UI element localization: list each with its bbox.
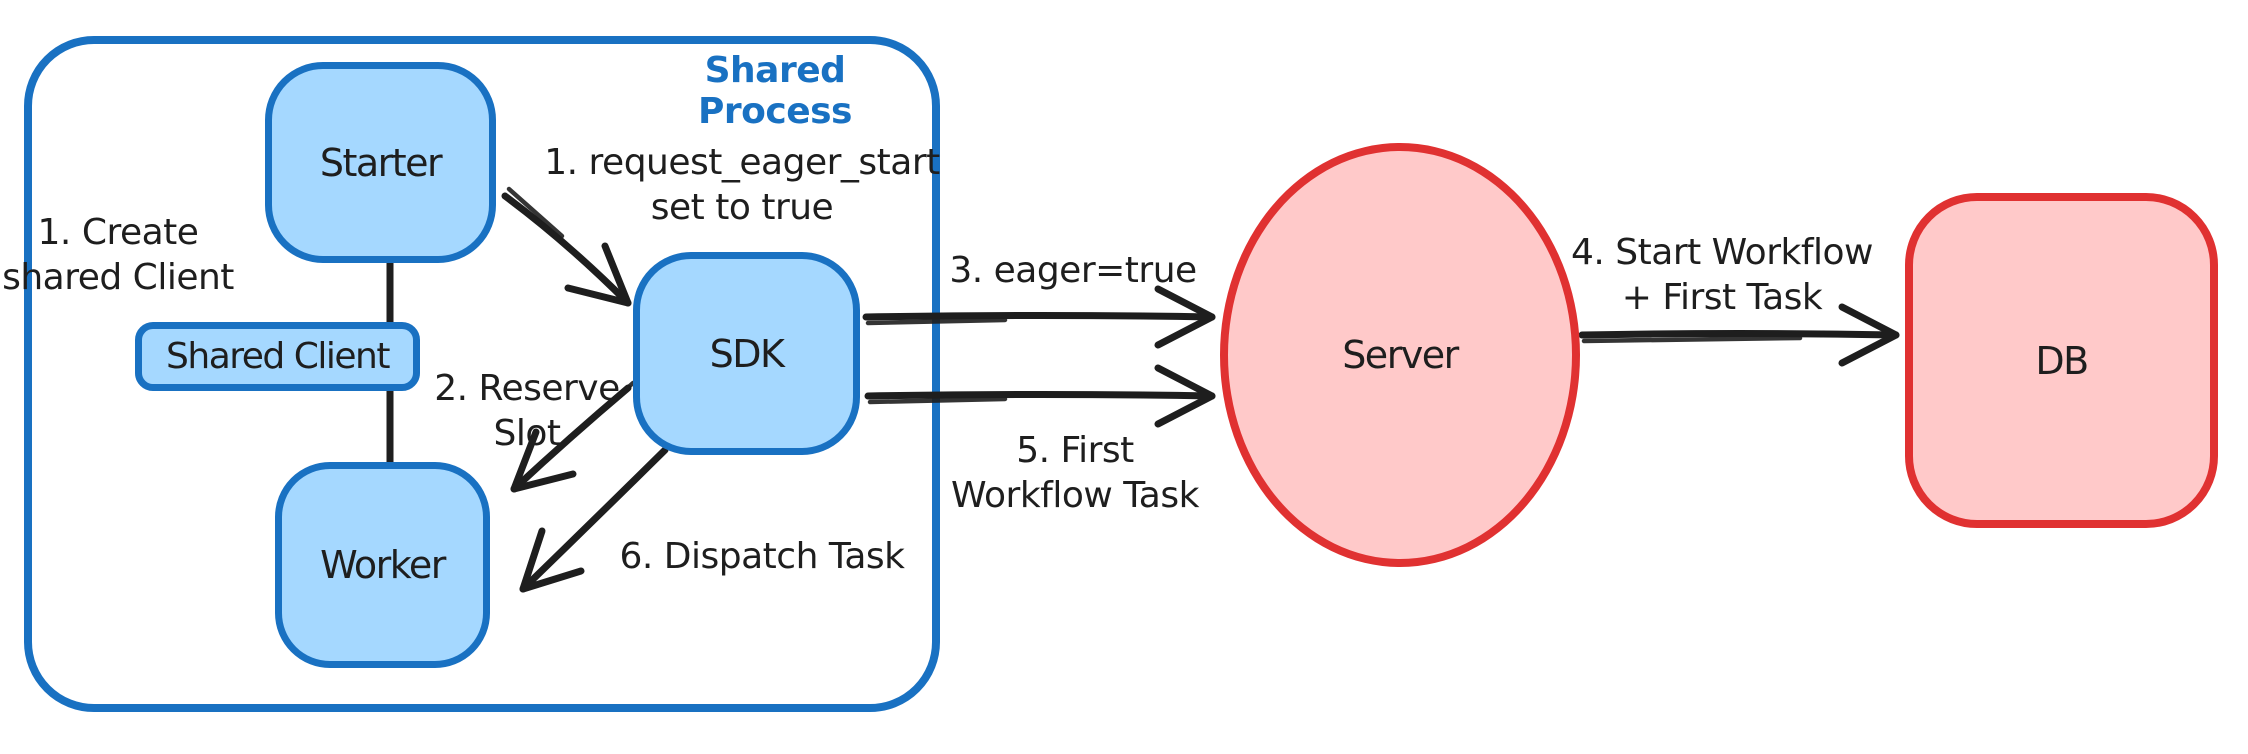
arrow-step3-head <box>1154 285 1216 349</box>
arrow-step5-sketch-stroke <box>867 396 1008 405</box>
arrow-step3-eager-true <box>862 312 1216 321</box>
arrow-step4-start-workflow <box>1578 330 1900 339</box>
arrow-step4-head <box>1838 303 1900 367</box>
annotation-step1-request-eager-start: 1. request_eager_start set to true <box>544 142 940 228</box>
arrow-step1-request-eager-start <box>501 192 632 307</box>
node-worker: Worker <box>275 462 490 668</box>
arrow-step5-first-workflow-task <box>864 391 1216 400</box>
arrow-step6-dispatch-task <box>519 446 669 593</box>
node-shared-client: Shared Client <box>135 322 420 391</box>
node-server-label: Server <box>1342 333 1459 377</box>
node-db-label: DB <box>2035 338 2089 383</box>
annotation-step4-start-workflow: 4. Start Workflow + First Task <box>1571 232 1873 318</box>
node-sdk: SDK <box>633 252 860 455</box>
arrow-step1-head <box>564 242 632 307</box>
arrow-step6-head <box>519 527 585 593</box>
annotation-step5-first-workflow-task: 5. First Workflow Task <box>951 430 1199 516</box>
arrow-step2-head <box>510 428 577 493</box>
shared-process-title: Shared Process <box>698 50 852 132</box>
annotation-step1-create-shared-client: 1. Create shared Client <box>2 212 234 298</box>
node-shared-client-label: Shared Client <box>166 336 390 377</box>
arrow-step4-sketch-stroke <box>1581 335 1803 344</box>
annotation-step6-dispatch-task: 6. Dispatch Task <box>619 536 905 577</box>
arrow-step3-sketch-stroke <box>865 317 1008 326</box>
node-sdk-label: SDK <box>709 331 785 376</box>
node-server: Server <box>1220 143 1580 567</box>
shared-process-container <box>24 36 940 712</box>
arrow-step2-sketch-stroke <box>585 380 636 426</box>
node-db: DB <box>1905 193 2218 528</box>
arrow-step1-sketch-stroke <box>506 186 565 239</box>
node-starter-label: Starter <box>319 140 443 185</box>
node-worker-label: Worker <box>320 543 446 587</box>
annotation-step3-eager-true: 3. eager=true <box>949 250 1197 291</box>
arrow-step5-head <box>1154 364 1216 428</box>
node-starter: Starter <box>265 62 496 263</box>
annotation-step2-reserve-slot: 2. Reserve Slot <box>434 368 620 454</box>
